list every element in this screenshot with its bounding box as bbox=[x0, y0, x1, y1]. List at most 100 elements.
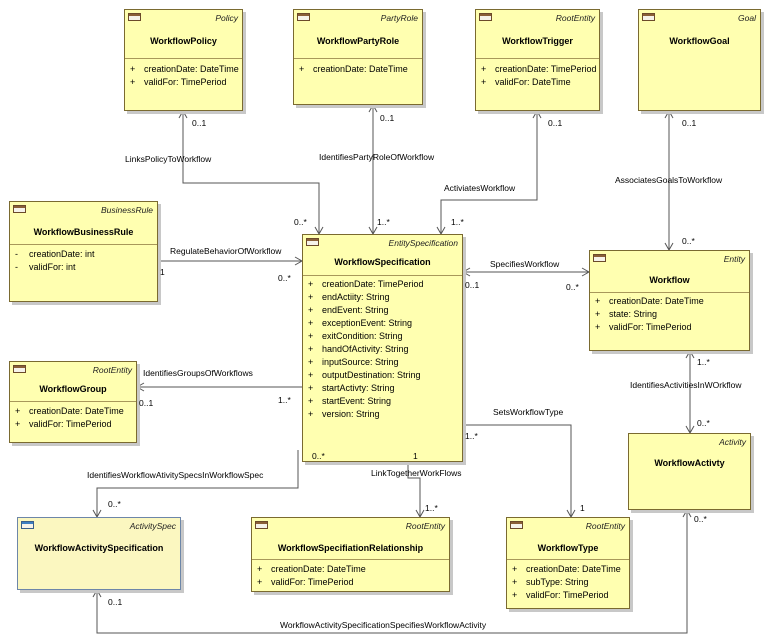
attribute-row: +endEvent: String bbox=[308, 305, 389, 315]
class-workflow-specification-relationship[interactable]: RootEntity WorkflowSpecifiationRelations… bbox=[251, 517, 450, 592]
stereotype-label: PartyRole bbox=[380, 13, 418, 23]
class-workflow-activity-specification[interactable]: ActivitySpec WorkflowActivitySpecificati… bbox=[17, 517, 181, 590]
attribute-row: +validFor: TimePeriod bbox=[15, 419, 112, 429]
assoc-identifies-activities-label: IdentifiesActivitiesInWOrkflow bbox=[630, 380, 742, 390]
class-workflow-goal[interactable]: Goal WorkflowGoal bbox=[638, 9, 761, 111]
attribute-row: +creationDate: TimePeriod bbox=[481, 64, 597, 74]
compartment-divider bbox=[476, 58, 599, 59]
compartment-divider bbox=[252, 559, 449, 560]
assoc-identifies-party-role-source-mult: 1..* bbox=[377, 217, 390, 227]
assoc-associates-goals-label: AssociatesGoalsToWorkflow bbox=[615, 175, 723, 185]
attribute-row: +validFor: TimePeriod bbox=[130, 77, 227, 87]
class-workflow-business-rule[interactable]: BusinessRule WorkflowBusinessRule -creat… bbox=[9, 201, 158, 302]
class-name: Workflow bbox=[649, 275, 690, 285]
attribute-row: +state: String bbox=[595, 309, 658, 319]
assoc-regulate-behavior-source-mult: 0..* bbox=[278, 273, 291, 283]
assoc-identifies-activity-specs-target-mult: 0..* bbox=[108, 499, 121, 509]
class-workflow-type[interactable]: RootEntity WorkflowType +creationDate: D… bbox=[506, 517, 630, 609]
attribute-row: +version: String bbox=[308, 409, 380, 419]
attribute-row: +startActivty: String bbox=[308, 383, 395, 393]
attribute-row: +outputDestination: String bbox=[308, 370, 421, 380]
assoc-associates-goals-target-mult: 0..1 bbox=[682, 118, 697, 128]
assoc-identifies-activities-source-mult: 1..* bbox=[697, 357, 710, 367]
compartment-divider bbox=[294, 58, 422, 59]
attribute-row: +creationDate: DateTime bbox=[130, 64, 239, 74]
class-icon bbox=[642, 13, 655, 21]
attribute-row: +inputSource: String bbox=[308, 357, 399, 367]
assoc-link-together-target-mult: 1..* bbox=[425, 503, 438, 513]
stereotype-label: Activity bbox=[719, 437, 746, 447]
class-name: WorkflowActivitySpecification bbox=[34, 543, 164, 553]
stereotype-label: BusinessRule bbox=[101, 205, 153, 215]
attribute-list: +creationDate: TimePeriod +endActiity: S… bbox=[303, 278, 462, 421]
attribute-list: +creationDate: DateTime bbox=[294, 63, 422, 76]
class-name: WorkflowPartyRole bbox=[316, 36, 400, 46]
assoc-identifies-activity-specs-line bbox=[96, 450, 299, 517]
attribute-row: +creationDate: TimePeriod bbox=[308, 279, 424, 289]
attribute-list: +creationDate: TimePeriod +validFor: Dat… bbox=[476, 63, 599, 89]
assoc-links-policy-label: LinksPolicyToWorkflow bbox=[125, 154, 212, 164]
attribute-row: -creationDate: int bbox=[15, 249, 95, 259]
attribute-row: +creationDate: DateTime bbox=[512, 564, 621, 574]
attribute-row: +startEvent: String bbox=[308, 396, 392, 406]
attribute-list: +creationDate: DateTime +validFor: TimeP… bbox=[252, 563, 449, 589]
stereotype-label: ActivitySpec bbox=[129, 521, 176, 531]
class-name: WorkflowSpecification bbox=[334, 257, 431, 267]
class-workflow-specification[interactable]: EntitySpecification WorkflowSpecificatio… bbox=[302, 234, 463, 462]
class-name: WorkflowTrigger bbox=[502, 36, 573, 46]
compartment-divider bbox=[303, 275, 462, 276]
assoc-link-together-source-mult: 1 bbox=[413, 451, 418, 461]
class-icon bbox=[13, 205, 26, 213]
assoc-links-policy-source-mult: 0..* bbox=[294, 217, 307, 227]
attribute-list: -creationDate: int -validFor: int bbox=[10, 248, 157, 274]
class-workflow-party-role[interactable]: PartyRole WorkflowPartyRole +creationDat… bbox=[293, 9, 423, 105]
assoc-sets-type-source-mult: 1..* bbox=[465, 431, 478, 441]
stereotype-label: RootEntity bbox=[555, 13, 595, 23]
attribute-row: +validFor: TimePeriod bbox=[512, 590, 609, 600]
class-workflow-trigger[interactable]: RootEntity WorkflowTrigger +creationDate… bbox=[475, 9, 600, 111]
compartment-divider bbox=[10, 401, 136, 402]
assoc-specifies-activity-source-mult: 0..1 bbox=[108, 597, 123, 607]
attribute-row: +endActiity: String bbox=[308, 292, 390, 302]
assoc-activiates-line bbox=[440, 111, 538, 234]
assoc-identifies-party-role-label: IdentifiesPartyRoleOfWorkflow bbox=[319, 152, 435, 162]
compartment-divider bbox=[10, 244, 157, 245]
attribute-row: +creationDate: DateTime bbox=[257, 564, 366, 574]
assoc-link-together-line bbox=[407, 462, 421, 517]
assoc-identifies-party-role-target-mult: 0..1 bbox=[380, 113, 395, 123]
assoc-activiates-label: ActiviatesWorkflow bbox=[444, 183, 516, 193]
assoc-identifies-groups-label: IdentifiesGroupsOfWorkflows bbox=[143, 368, 253, 378]
class-name: WorkflowBusinessRule bbox=[33, 227, 134, 237]
assoc-activiates-source-mult: 1..* bbox=[451, 217, 464, 227]
compartment-divider bbox=[125, 58, 242, 59]
compartment-divider bbox=[507, 559, 629, 560]
class-workflow-activity[interactable]: Activity WorkflowActivty bbox=[628, 433, 751, 510]
attribute-row: +validFor: TimePeriod bbox=[257, 577, 354, 587]
stereotype-label: Goal bbox=[738, 13, 756, 23]
class-icon bbox=[128, 13, 141, 21]
stereotype-label: EntitySpecification bbox=[388, 238, 458, 248]
class-workflow[interactable]: Entity Workflow +creationDate: DateTime … bbox=[589, 250, 750, 351]
attribute-row: +handOfActivity: String bbox=[308, 344, 409, 354]
assoc-specifies-activity-label: WorkflowActivitySpecificationSpecifiesWo… bbox=[280, 620, 487, 630]
assoc-associates-goals-source-mult: 0..* bbox=[682, 236, 695, 246]
assoc-specifies-label: SpecifiesWorkflow bbox=[490, 259, 560, 269]
assoc-link-together-label: LinkTogetherWorkFlows bbox=[371, 468, 462, 478]
assoc-specifies-activity-target-mult: 0..* bbox=[694, 514, 707, 524]
assoc-regulate-behavior-target-mult: 1 bbox=[160, 267, 165, 277]
compartment-divider bbox=[590, 292, 749, 293]
assoc-identifies-activity-specs-label: IdentifiesWorkflowAtivitySpecsInWorkflow… bbox=[87, 470, 264, 480]
attribute-row: +validFor: TimePeriod bbox=[595, 322, 692, 332]
attribute-row: -validFor: int bbox=[15, 262, 76, 272]
stereotype-label: RootEntity bbox=[92, 365, 132, 375]
class-name: WorkflowPolicy bbox=[150, 36, 217, 46]
assoc-specifies-activity-line bbox=[96, 510, 688, 634]
stereotype-label: RootEntity bbox=[405, 521, 445, 531]
class-workflow-group[interactable]: RootEntity WorkflowGroup +creationDate: … bbox=[9, 361, 137, 443]
class-name: WorkflowActivty bbox=[654, 458, 725, 468]
activity-spec-icon bbox=[21, 521, 34, 529]
assoc-links-policy-line bbox=[182, 111, 320, 234]
class-workflow-policy[interactable]: Policy WorkflowPolicy +creationDate: Dat… bbox=[124, 9, 243, 111]
attribute-row: +creationDate: DateTime bbox=[299, 64, 408, 74]
